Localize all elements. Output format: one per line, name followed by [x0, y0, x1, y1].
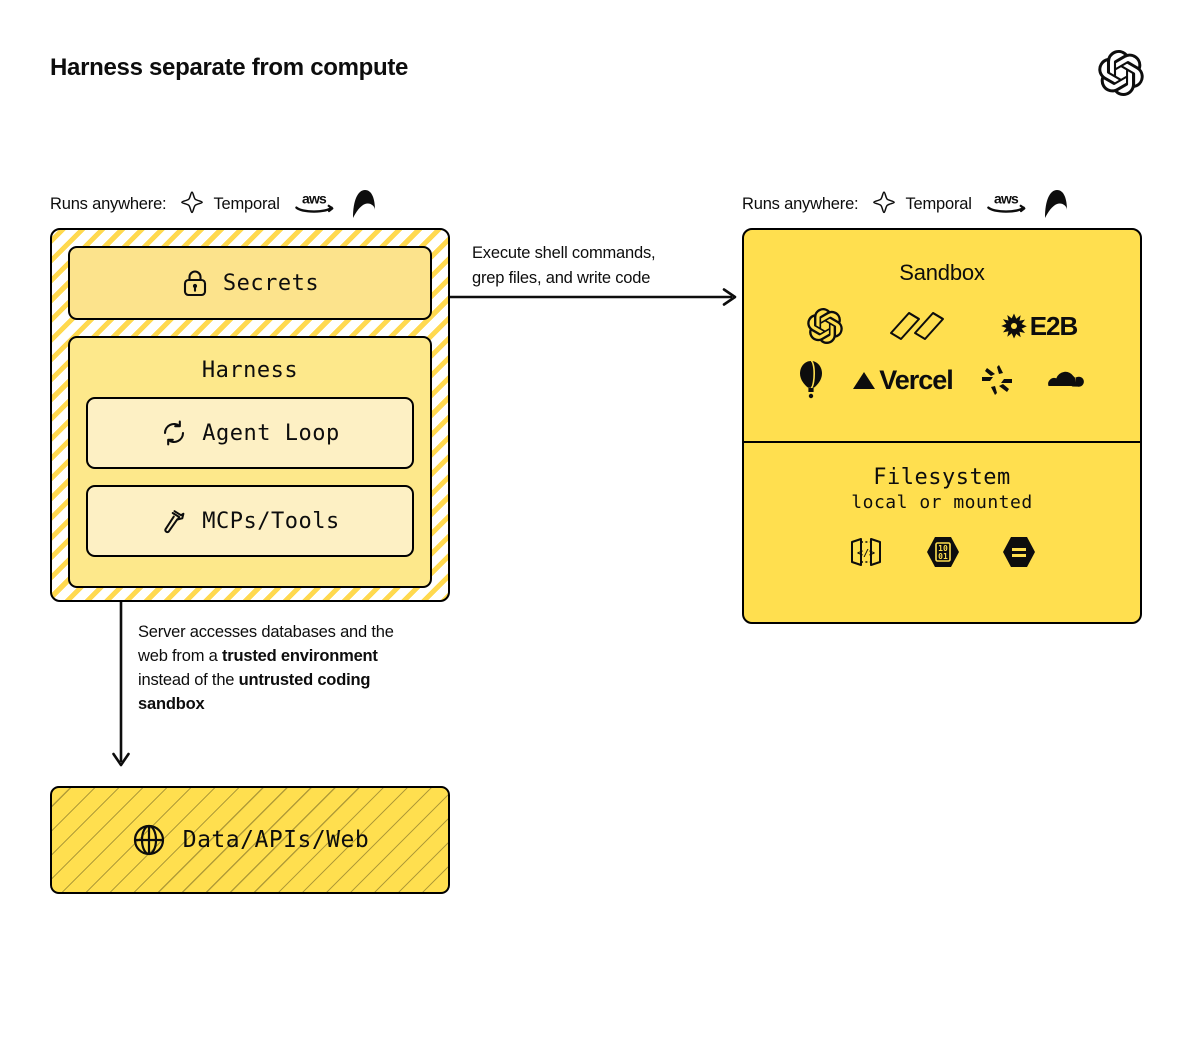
e2b-logo-icon	[1000, 313, 1027, 339]
globe-icon	[133, 824, 164, 856]
temporal-label-right: Temporal	[905, 194, 972, 213]
down-arrow-label-part2: instead of the	[138, 671, 239, 689]
page-title: Harness separate from compute	[50, 54, 409, 81]
aws-logo-icon: aws	[294, 190, 334, 213]
hammer-icon	[164, 510, 185, 534]
agent-loop-label: Agent Loop	[202, 420, 340, 446]
down-arrow-label: Server accesses databases and the web fr…	[138, 620, 410, 716]
daytona-balloon-icon	[800, 360, 823, 399]
openai-logo-icon	[806, 308, 843, 344]
right-arrow-connector	[450, 288, 737, 306]
temporal-icon	[873, 191, 896, 214]
vercel-logo: Vercel	[851, 364, 954, 396]
secrets-box[interactable]: Secrets	[68, 246, 432, 320]
e2b-label: E2B	[1029, 310, 1079, 341]
temporal-logo-right: Temporal	[870, 190, 972, 218]
runs-anywhere-row-left: Runs anywhere: Temporal aws	[50, 187, 378, 221]
flyio-logo-icon	[981, 365, 1012, 395]
sandbox-panel: Sandbox E2B	[742, 228, 1142, 624]
down-arrow-label-part1: Server accesses databases and the web fr…	[138, 623, 394, 665]
svg-text:01: 01	[938, 552, 948, 561]
lock-icon	[183, 270, 206, 297]
data-apis-web-box[interactable]: Data/APIs/Web	[50, 786, 450, 894]
filesystem-title: Filesystem	[873, 465, 1011, 490]
sandbox-logo-row-2: Vercel	[744, 360, 1140, 400]
mcps-tools-label: MCPs/Tools	[202, 508, 340, 534]
airflow-logo-icon	[352, 190, 375, 218]
openai-logo-icon	[1098, 50, 1144, 96]
runs-anywhere-label-right: Runs anywhere:	[742, 194, 859, 213]
harness-container: Secrets Harness Agent Loop MCPs/Tools	[50, 228, 450, 602]
code-file-icon: </>	[851, 538, 881, 566]
temporal-label: Temporal	[213, 194, 280, 213]
airflow-logo-icon-right	[1044, 190, 1067, 218]
runs-anywhere-label: Runs anywhere:	[50, 194, 167, 213]
temporal-icon	[181, 191, 204, 214]
data-apis-web-label: Data/APIs/Web	[182, 827, 370, 853]
vercel-label: Vercel	[879, 364, 954, 395]
modal-logo-icon	[889, 312, 944, 340]
svg-text:10: 10	[938, 544, 948, 553]
aws-logo-icon-right: aws	[986, 190, 1026, 213]
down-arrow-label-bold1: trusted environment	[222, 647, 378, 665]
svg-text:aws: aws	[302, 190, 327, 206]
down-arrow-label-bold2: untrusted coding sandbox	[138, 671, 371, 713]
storage-hexagon-icon	[1003, 537, 1035, 567]
e2b-logo: E2B	[1000, 310, 1079, 342]
filesystem-subtitle: local or mounted	[851, 492, 1033, 513]
temporal-logo: Temporal	[178, 190, 280, 218]
runs-anywhere-row-right: Runs anywhere: Temporal aws	[742, 187, 1070, 221]
agent-loop-box[interactable]: Agent Loop	[86, 397, 414, 469]
sandbox-title: Sandbox	[899, 260, 985, 285]
down-arrow-connector	[112, 602, 130, 767]
refresh-loop-icon	[164, 420, 185, 446]
right-arrow-label-line1: Execute shell commands,	[472, 244, 656, 262]
binary-hexagon-icon: 10 01	[927, 537, 959, 567]
secrets-label: Secrets	[222, 270, 320, 296]
svg-text:</>: </>	[857, 548, 875, 559]
right-arrow-label-line2: grep files, and write code	[472, 269, 651, 287]
sandbox-section: Sandbox E2B	[744, 230, 1140, 443]
mcps-tools-box[interactable]: MCPs/Tools	[86, 485, 414, 557]
sandbox-logo-row-1: E2B	[744, 308, 1140, 344]
svg-text:aws: aws	[994, 190, 1019, 206]
harness-box: Harness Agent Loop MCPs/Tools	[68, 336, 432, 588]
cloudflare-logo-icon	[1047, 371, 1084, 387]
filesystem-section: Filesystem local or mounted </> 10 01	[744, 443, 1140, 622]
filesystem-icon-row: </> 10 01	[744, 535, 1140, 569]
vercel-logo-icon	[853, 372, 876, 389]
harness-title: Harness	[201, 358, 299, 383]
right-arrow-label: Execute shell commands, grep files, and …	[472, 241, 740, 291]
